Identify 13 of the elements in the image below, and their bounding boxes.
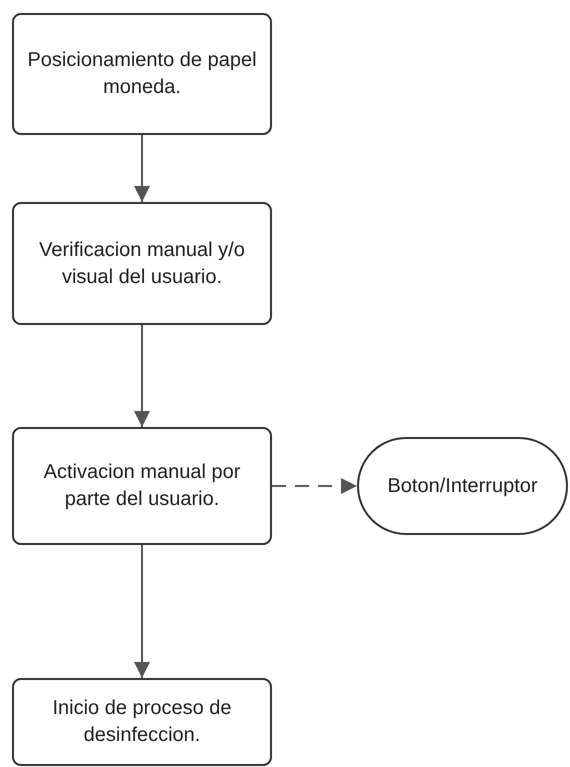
node-text: Verificacion manual y/o visual del usuario. bbox=[38, 238, 246, 290]
arrow bbox=[134, 325, 150, 427]
process-box bbox=[12, 678, 272, 766]
arrow bbox=[134, 135, 150, 202]
arrow bbox=[134, 545, 150, 678]
node-text: Posicionamiento de papel moneda. bbox=[26, 48, 258, 100]
process-box bbox=[12, 13, 272, 135]
node-text: Boton/Interruptor bbox=[386, 474, 539, 498]
process-box bbox=[12, 202, 272, 325]
arrow bbox=[272, 478, 357, 494]
process-box bbox=[12, 427, 272, 545]
node-text: Inicio de proceso de desinfeccion. bbox=[51, 696, 232, 748]
node-text: Activacion manual por parte del usuario. bbox=[42, 460, 242, 512]
